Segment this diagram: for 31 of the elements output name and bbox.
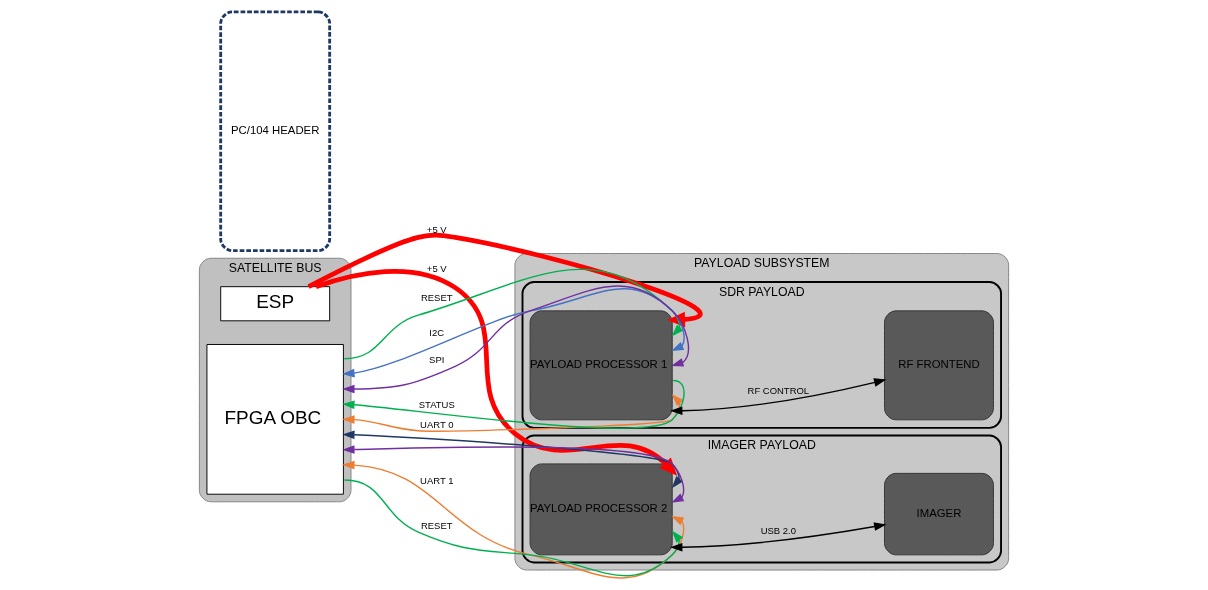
node-box: FPGA OBC bbox=[206, 344, 344, 495]
edge-label: +5 V bbox=[426, 262, 447, 274]
edge-label: I2C bbox=[429, 326, 445, 338]
edge-label: UART 1 bbox=[420, 474, 454, 486]
arrow bbox=[670, 522, 887, 552]
arrow bbox=[343, 479, 683, 577]
node-box: PAYLOAD PROCESSOR 2 bbox=[529, 463, 673, 556]
edge-label: USB 2.0 bbox=[760, 525, 796, 537]
arrow bbox=[342, 288, 685, 378]
arrow bbox=[342, 394, 684, 432]
arrow bbox=[315, 269, 678, 476]
edge-label: +5 V bbox=[426, 223, 447, 235]
node-box: ESP bbox=[220, 286, 331, 322]
arrow bbox=[670, 378, 887, 416]
edge-label: UART 0 bbox=[420, 418, 454, 430]
node-box: IMAGER bbox=[884, 472, 994, 556]
edge-label: RESET bbox=[420, 291, 453, 303]
arrow bbox=[342, 445, 685, 503]
edge-label: RESET bbox=[420, 520, 453, 532]
node-box: RF FRONTEND bbox=[884, 310, 994, 421]
node-box: PC/104 HEADER bbox=[219, 10, 332, 253]
arrow bbox=[343, 268, 684, 360]
arrow bbox=[342, 460, 685, 579]
edge-label: RF CONTROL bbox=[747, 384, 810, 396]
arrow bbox=[307, 232, 702, 328]
arrow bbox=[342, 285, 690, 394]
node-box: PAYLOAD PROCESSOR 1 bbox=[529, 310, 673, 421]
edge-label: STATUS bbox=[418, 398, 455, 410]
edge-label: SPI bbox=[429, 354, 445, 366]
arrow bbox=[342, 430, 683, 489]
arrow bbox=[342, 379, 685, 429]
